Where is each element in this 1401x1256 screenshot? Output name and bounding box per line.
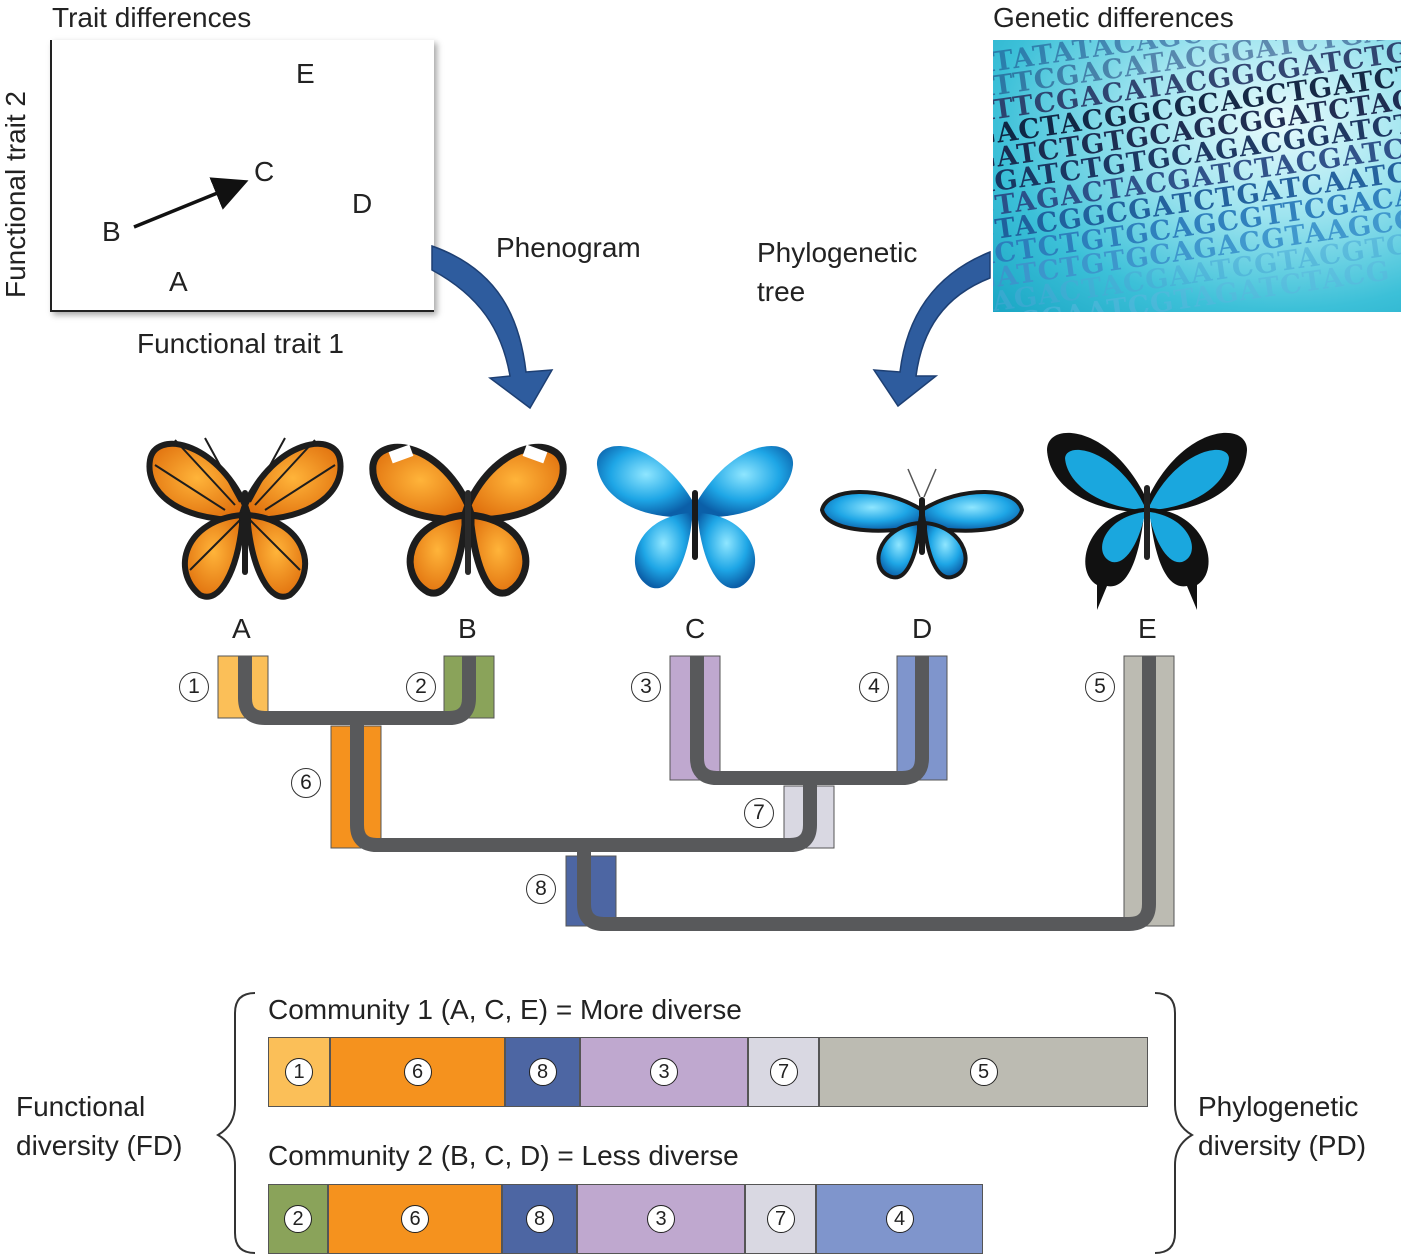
butterflies-layer	[146, 432, 1247, 610]
community-segment-8: 8	[502, 1184, 577, 1254]
segment-number: 2	[284, 1205, 312, 1233]
trait-point-b: B	[102, 216, 121, 247]
species-label-c: C	[685, 613, 706, 644]
species-label-b: B	[458, 613, 477, 644]
brackets-layer	[216, 992, 1194, 1254]
community-2-bar: 2 6 8 3 7 4	[268, 1184, 988, 1256]
phenogram-label: Phenogram	[496, 232, 641, 263]
phylogenetic-tree	[217, 655, 1175, 931]
branch-5-number: 5	[1085, 672, 1115, 702]
community-segment-1: 1	[268, 1037, 330, 1107]
segment-number: 5	[969, 1058, 998, 1086]
segment-number: 8	[525, 1205, 554, 1233]
branch-3-number: 3	[631, 672, 661, 702]
segment-number: 3	[650, 1058, 678, 1086]
community-segment-7: 7	[745, 1184, 816, 1254]
functional-diversity-label: Functional diversity (FD)	[16, 1088, 182, 1165]
trait-panel-title: Trait differences	[52, 2, 252, 33]
species-label-a: A	[232, 613, 251, 644]
dna-sequence-image: ATATATACAGCGATCGTACGATTCGACATACGGATCTGAT…	[993, 40, 1401, 312]
trait-scatter-plot: E C D B A	[50, 40, 434, 312]
segment-number: 7	[769, 1058, 798, 1086]
segment-number: 4	[885, 1205, 914, 1233]
trait-point-c: C	[254, 156, 275, 187]
butterfly-b-icon	[369, 443, 567, 597]
segment-number: 6	[403, 1058, 432, 1086]
trait-shift-arrow	[133, 177, 249, 229]
community-segment-4: 4	[816, 1184, 983, 1254]
community-1-bar: 1 6 8 3 7 5	[268, 1037, 1148, 1109]
branch-8-number: 8	[526, 874, 556, 904]
community-segment-8: 8	[505, 1037, 580, 1107]
segment-number: 3	[647, 1205, 675, 1233]
phylogenetic-arrow-icon	[872, 250, 991, 408]
right-brace-icon	[1154, 992, 1194, 1254]
community-2-title: Community 2 (B, C, D) = Less diverse	[268, 1140, 739, 1171]
butterfly-d-icon	[819, 468, 1025, 580]
genetic-panel-title: Genetic differences	[993, 2, 1234, 33]
pd-line-1: Phylogenetic	[1198, 1091, 1359, 1122]
trait-point-d: D	[352, 188, 373, 219]
segment-number: 7	[766, 1205, 795, 1233]
trait-point-e: E	[296, 58, 315, 89]
community-segment-3: 3	[577, 1184, 745, 1254]
community-segment-6: 6	[328, 1184, 502, 1254]
segment-number: 8	[528, 1058, 557, 1086]
branch-7-number: 7	[744, 798, 774, 828]
branch-4-number: 4	[859, 672, 889, 702]
butterfly-c-icon	[596, 445, 794, 589]
branch-2-number: 2	[406, 672, 436, 702]
phylogenetic-tree-label: Phylogenetic tree	[757, 237, 918, 307]
butterfly-e-icon	[1047, 432, 1247, 610]
community-segment-5: 5	[819, 1037, 1148, 1107]
species-label-e: E	[1138, 613, 1157, 644]
community-1-title: Community 1 (A, C, E) = More diverse	[268, 994, 742, 1025]
pd-line-2: diversity (PD)	[1198, 1129, 1367, 1161]
arrows-layer	[431, 244, 991, 410]
segment-number: 6	[401, 1205, 429, 1233]
trait-point-a: A	[169, 266, 188, 297]
species-label-d: D	[912, 613, 933, 644]
community-segment-3: 3	[580, 1037, 748, 1107]
trait-x-axis-label: Functional trait 1	[137, 328, 344, 359]
branch-1-number: 1	[179, 672, 209, 702]
butterfly-a-icon	[146, 437, 344, 600]
community-segment-2: 2	[268, 1184, 328, 1254]
fd-line-2: diversity (FD)	[16, 1129, 183, 1161]
community-segment-6: 6	[330, 1037, 505, 1107]
branch-6-number: 6	[291, 768, 321, 798]
community-segment-7: 7	[748, 1037, 819, 1107]
left-brace-icon	[216, 992, 256, 1254]
phenogram-arrow-icon	[431, 244, 554, 410]
segment-number: 1	[285, 1058, 313, 1086]
fd-line-1: Functional	[16, 1091, 146, 1122]
phylogenetic-diversity-label: Phylogenetic diversity (PD)	[1198, 1088, 1366, 1165]
